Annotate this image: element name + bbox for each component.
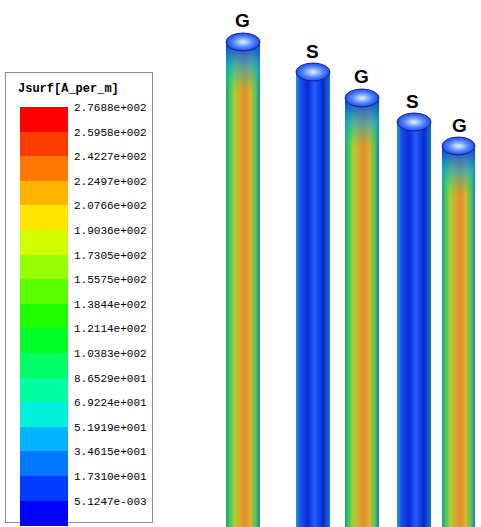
legend-swatch xyxy=(20,378,68,403)
legend-title: Jsurf[A_per_m] xyxy=(18,83,119,95)
ground-conductor xyxy=(345,89,379,527)
legend-value: 2.2497e+002 xyxy=(74,177,147,188)
legend-value: 1.7310e+001 xyxy=(74,472,147,483)
conductor-label: S xyxy=(406,92,419,111)
legend-swatch xyxy=(20,501,68,526)
legend-swatch xyxy=(20,156,68,181)
legend-value: 8.6529e+001 xyxy=(74,374,147,385)
legend-value: 1.5575e+002 xyxy=(74,275,147,286)
conductor-label: G xyxy=(235,11,250,30)
legend-swatch xyxy=(20,107,68,132)
legend-swatch xyxy=(20,279,68,304)
legend-value: 5.1919e+001 xyxy=(74,423,147,434)
conductor-label: S xyxy=(306,42,319,61)
legend-swatch xyxy=(20,230,68,255)
signal-conductor xyxy=(296,63,330,527)
legend-panel: Jsurf[A_per_m] 2.7688e+002 2.5958e+002 2.42… xyxy=(5,72,153,523)
legend-swatch xyxy=(20,205,68,230)
legend-value: 2.7688e+002 xyxy=(74,103,147,114)
signal-conductor xyxy=(397,113,431,527)
legend-value: 2.4227e+002 xyxy=(74,152,147,163)
legend-swatch xyxy=(20,476,68,501)
ground-conductor xyxy=(442,137,475,527)
legend-swatch xyxy=(20,255,68,280)
legend-swatch xyxy=(20,402,68,427)
legend-value: 5.1247e-003 xyxy=(74,497,147,508)
legend-value: 1.7305e+002 xyxy=(74,251,147,262)
legend-swatch xyxy=(20,427,68,452)
legend-value: 3.4615e+001 xyxy=(74,447,147,458)
legend-swatch xyxy=(20,353,68,378)
legend-value: 2.0766e+002 xyxy=(74,201,147,212)
legend-value: 1.3844e+002 xyxy=(74,300,147,311)
conductor-label: G xyxy=(452,116,467,135)
legend-swatch xyxy=(20,328,68,353)
legend-swatch xyxy=(20,132,68,157)
conductor-label: G xyxy=(354,67,369,86)
legend-value: 1.9036e+002 xyxy=(74,226,147,237)
legend-value: 2.5958e+002 xyxy=(74,128,147,139)
legend-value: 1.0383e+002 xyxy=(74,349,147,360)
legend-swatch xyxy=(20,304,68,329)
legend-swatch xyxy=(20,181,68,206)
legend-swatch xyxy=(20,451,68,476)
ground-conductor xyxy=(226,33,260,527)
legend-value: 1.2114e+002 xyxy=(74,324,147,335)
legend-value: 6.9224e+001 xyxy=(74,398,147,409)
